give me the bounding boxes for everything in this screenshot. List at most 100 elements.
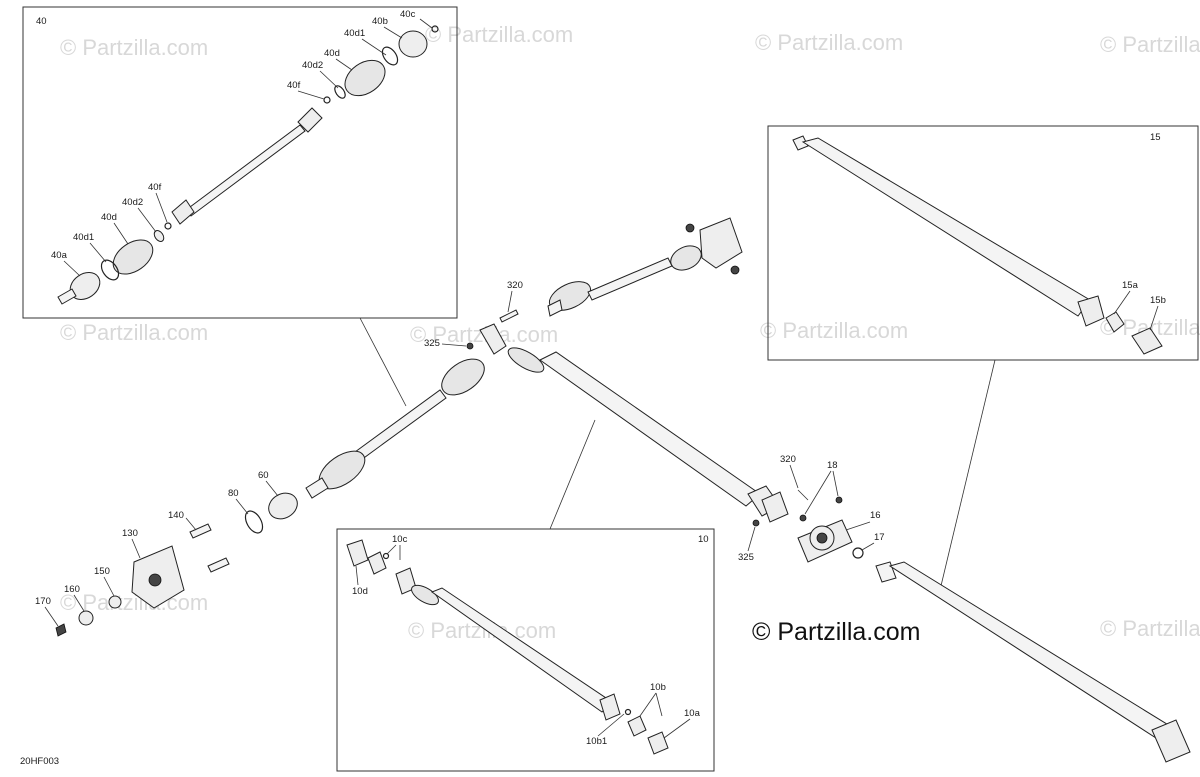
drive-shaft <box>354 389 447 461</box>
leader-line <box>235 498 249 515</box>
leader-line <box>265 480 279 497</box>
stub-shaft <box>305 477 329 499</box>
cv-boot <box>441 358 485 396</box>
inset-pointer-line <box>549 419 596 530</box>
callout-130: 130 <box>122 528 138 539</box>
callout-18: 18 <box>827 460 838 471</box>
u-joint <box>761 491 789 523</box>
inset-front-prop-shaft: 10 10c 10d 10b 10b1 10a <box>336 528 715 772</box>
leader-line <box>335 58 353 71</box>
leader-line <box>1149 305 1159 331</box>
cv-boot <box>670 245 702 271</box>
watermark-layer: © Partzilla.com © Partzilla.com © Partzi… <box>60 22 1200 643</box>
main-assembly: 320 325 320 325 18 16 17 60 80 140 130 1… <box>35 217 1191 763</box>
stub-shaft <box>547 299 563 317</box>
callout-40d: 40d <box>101 212 117 223</box>
callout-10b1: 10b1 <box>586 736 607 747</box>
watermark: © Partzilla.com <box>60 35 208 60</box>
callout-40d2: 40d2 <box>302 60 323 71</box>
leader-line <box>419 18 433 29</box>
leader-line <box>597 713 625 737</box>
leader-line <box>103 576 115 597</box>
clamp-ring <box>100 259 120 281</box>
hub-nut <box>78 610 94 626</box>
callout-10c: 10c <box>392 534 408 545</box>
cv-housing <box>398 30 428 58</box>
callout-40f: 40f <box>287 80 301 91</box>
callout-40d1: 40d1 <box>73 232 94 243</box>
leader-line <box>361 38 387 56</box>
watermark: © Partzilla.com <box>1100 32 1200 57</box>
rear-yoke <box>1151 719 1191 763</box>
carrier-bearing-core <box>816 532 828 544</box>
differential-housing <box>699 217 743 269</box>
callout-40f: 40f <box>148 182 162 193</box>
hub-center <box>148 573 162 587</box>
bolt-head <box>835 496 843 504</box>
leader-line <box>747 526 756 552</box>
leader-line <box>155 192 168 223</box>
leader-line <box>73 594 85 612</box>
wheel-stud <box>189 523 212 539</box>
cross-joint <box>1105 311 1125 333</box>
leader-line <box>655 692 663 717</box>
watermark: © Partzilla.com <box>755 30 903 55</box>
callout-40d: 40d <box>324 48 340 59</box>
leader-line <box>63 260 81 277</box>
inset-label: 40 <box>36 16 47 27</box>
bolt <box>797 489 809 501</box>
callout-60: 60 <box>258 470 269 481</box>
inset-label: 10 <box>698 534 709 545</box>
leader-line <box>297 90 325 100</box>
spline-boot <box>507 347 545 373</box>
callout-150: 150 <box>94 566 110 577</box>
leader-line <box>441 343 467 347</box>
leader-line <box>1113 290 1131 315</box>
leader-line <box>44 606 59 627</box>
cotter-pin <box>55 623 67 637</box>
callout-16: 16 <box>870 510 881 521</box>
nut <box>752 519 760 527</box>
callout-140: 140 <box>168 510 184 521</box>
cv-tripod <box>171 199 195 225</box>
callout-40b: 40b <box>372 16 388 27</box>
circlip <box>431 25 439 33</box>
callout-325: 325 <box>738 552 754 563</box>
retaining-ring <box>244 510 264 534</box>
inset-frame <box>336 528 715 772</box>
inset-front-axle: 40 40c 40b 40d1 40d 40d2 40f 40f 40 <box>22 6 458 319</box>
callout-15b: 15b <box>1150 295 1166 306</box>
bolt <box>499 309 519 323</box>
leader-line <box>386 544 397 555</box>
leader-line <box>639 692 657 717</box>
callout-40c: 40c <box>400 9 416 20</box>
callout-10d: 10d <box>352 586 368 597</box>
clamp-ring <box>381 46 399 66</box>
callout-40a: 40a <box>51 250 68 261</box>
callout-320: 320 <box>507 280 523 291</box>
callout-160: 160 <box>64 584 80 595</box>
drive-shaft <box>587 257 673 301</box>
leader-line <box>89 242 107 263</box>
callout-40d2: 40d2 <box>122 197 143 208</box>
leader-line <box>131 538 141 559</box>
front-prop-tube <box>430 587 613 713</box>
leader-line <box>861 542 875 551</box>
callout-80: 80 <box>228 488 239 499</box>
watermark: © Partzilla.com <box>425 22 573 47</box>
callout-10a: 10a <box>684 708 701 719</box>
wheel-bearing <box>268 492 298 520</box>
leader-line <box>507 290 513 313</box>
mount-ear <box>730 265 740 275</box>
callout-17: 17 <box>874 532 885 543</box>
callout-15a: 15a <box>1122 280 1139 291</box>
leader-line <box>789 464 799 489</box>
watermark: © Partzilla.com <box>60 320 208 345</box>
leader-line <box>185 517 197 531</box>
leader-line <box>319 70 339 89</box>
inset-label: 15 <box>1150 132 1161 143</box>
callout-40d1: 40d1 <box>344 28 365 39</box>
cv-boot <box>112 239 154 275</box>
wheel-stud <box>207 557 230 573</box>
